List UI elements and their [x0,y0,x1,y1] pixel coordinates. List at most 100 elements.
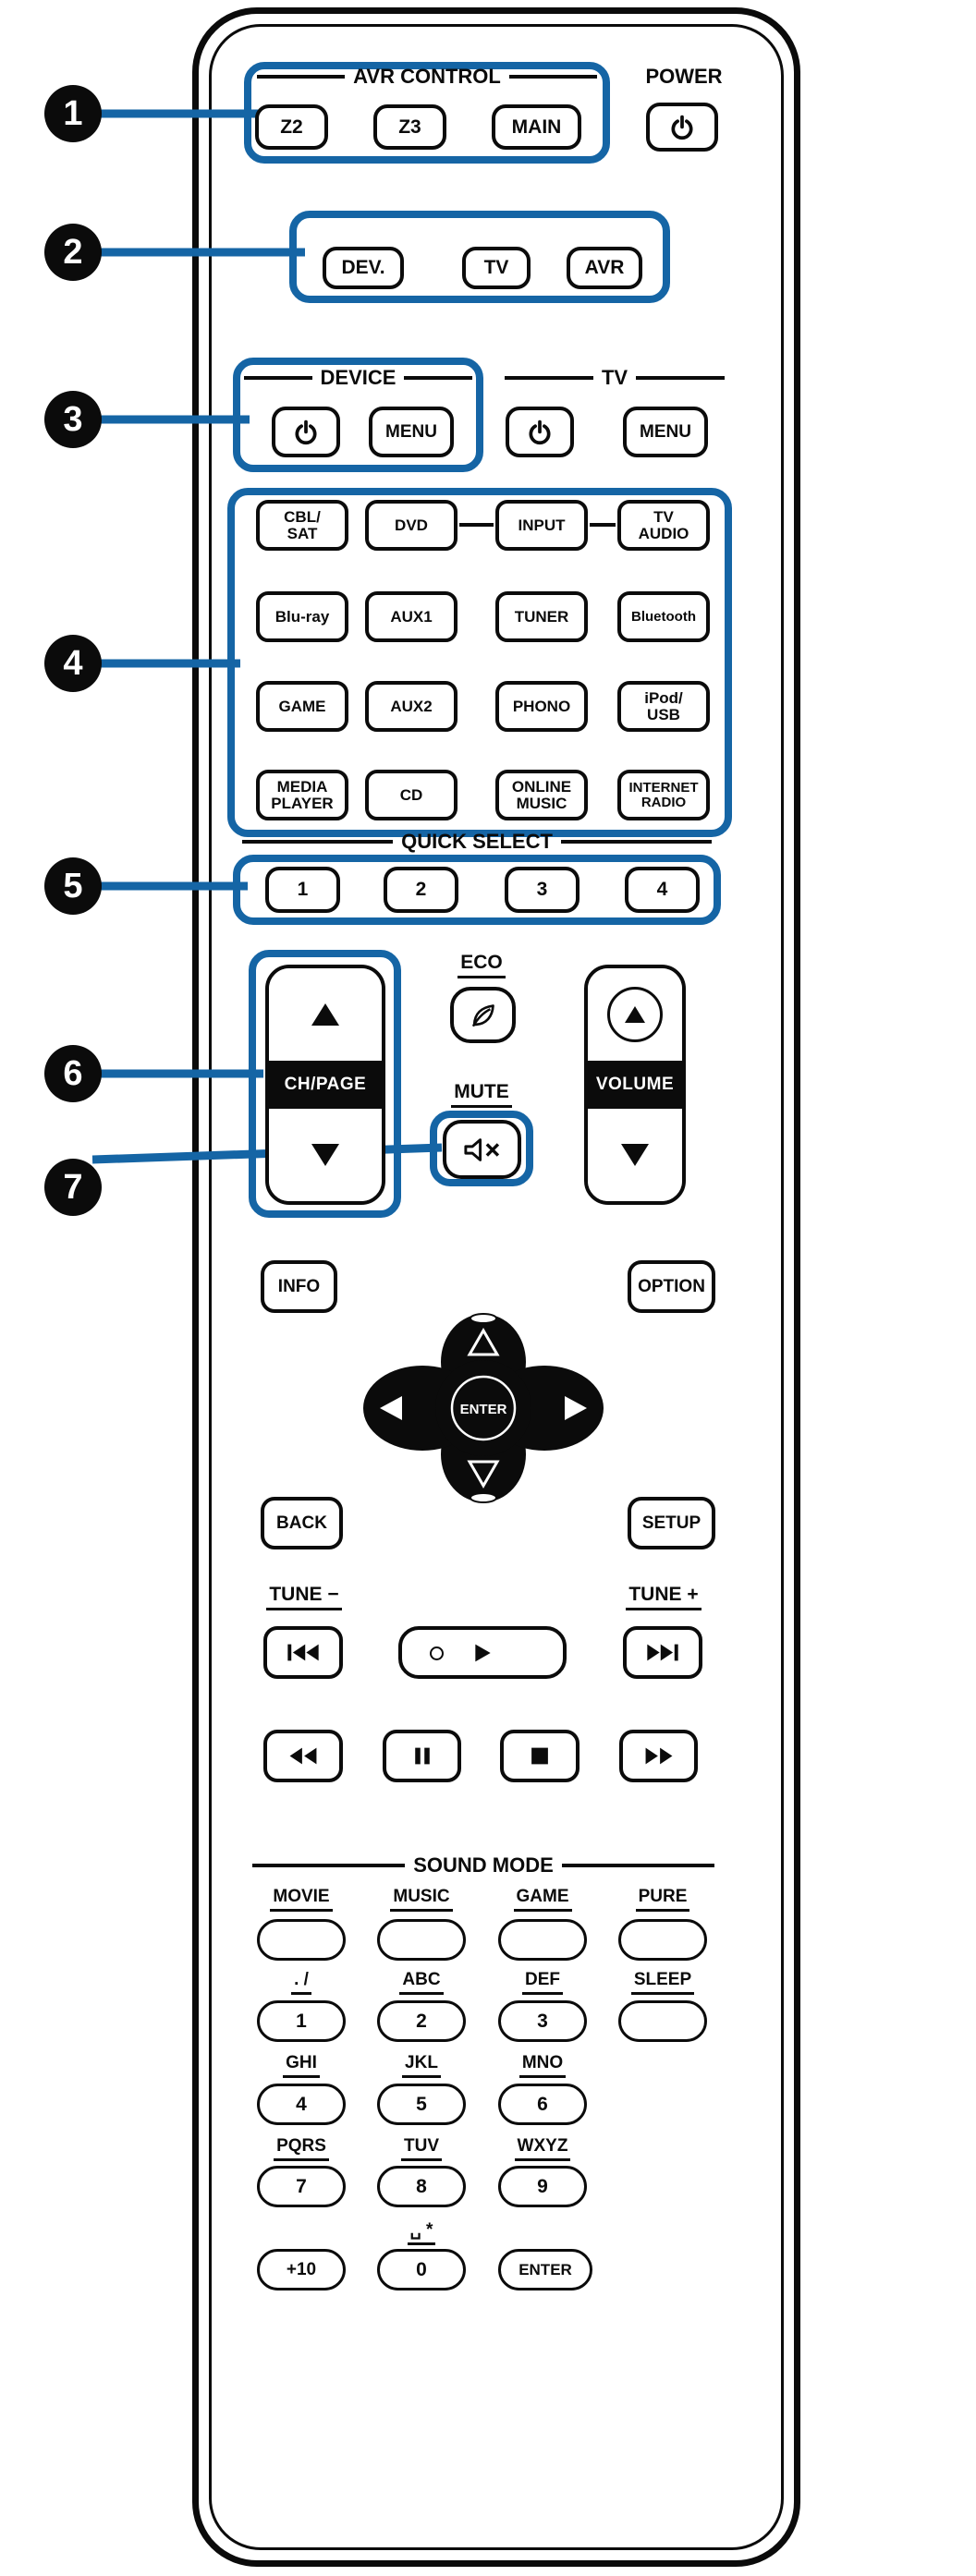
digit-5-button[interactable]: 5 [377,2084,466,2125]
zone2-button[interactable]: Z2 [255,104,328,150]
quick-select-2-button[interactable]: 2 [384,867,458,913]
option-button[interactable]: OPTION [628,1260,715,1313]
sleep-label: SLEEP [618,1970,707,1995]
title-line [636,376,725,380]
digit-7-button[interactable]: 7 [257,2166,346,2207]
digit-0-button[interactable]: 0 [377,2249,466,2290]
eco-button[interactable] [450,987,516,1043]
source-label: TV AUDIO [638,507,689,542]
tv-title: TV [601,366,628,389]
source-aux1-button[interactable]: AUX1 [365,591,458,642]
triangle-down-icon [311,1144,339,1166]
source-media-player-button[interactable]: MEDIA PLAYER [256,770,348,820]
tune-plus-label: TUNE + [619,1584,708,1610]
digit-2-letters: ABC [377,1970,466,1995]
digit-9-button[interactable]: 9 [498,2166,587,2207]
digit-label: 7 [296,2175,307,2197]
quick-select-1-button[interactable]: 1 [265,867,340,913]
digit-2-button[interactable]: 2 [377,2000,466,2042]
triangle-right-icon [565,1396,587,1420]
source-aux2-button[interactable]: AUX2 [365,681,458,732]
source-cbl-sat-button[interactable]: CBL/ SAT [256,500,348,551]
avr-power-button[interactable] [646,103,718,152]
channel-page-control: CH/PAGE [265,965,385,1205]
fast-forward-button[interactable] [619,1730,698,1782]
source-label: Blu-ray [274,607,330,626]
digit-3-letters: DEF [498,1970,587,1995]
main-zone-button[interactable]: MAIN [492,104,581,150]
tune-minus-text: TUNE − [266,1584,342,1610]
device-menu-button[interactable]: MENU [369,407,454,457]
callout-4-marker: 4 [44,635,102,692]
source-online-music-button[interactable]: ONLINE MUSIC [495,770,588,820]
keypad-enter-button[interactable]: ENTER [498,2249,592,2290]
channel-page-down-button[interactable] [269,1109,382,1201]
sound-mode-title-row: SOUND MODE [252,1853,714,1877]
input-button[interactable]: INPUT [495,500,588,551]
source-label: INPUT [518,516,566,534]
skip-back-button[interactable] [263,1626,343,1679]
tv-menu-button[interactable]: MENU [623,407,708,457]
digit-6-button[interactable]: 6 [498,2084,587,2125]
source-cd-button[interactable]: CD [365,770,458,820]
source-dvd-button[interactable]: DVD [365,500,458,551]
power-icon [295,419,317,444]
source-ipod-usb-button[interactable]: iPod/ USB [617,681,710,732]
digit-9-letters-text: WXYZ [514,2136,571,2161]
device-mode-button[interactable]: DEV. [323,247,404,289]
mute-button[interactable] [443,1120,521,1179]
skip-back-icon [287,1644,319,1661]
digit-4-button[interactable]: 4 [257,2084,346,2125]
tune-minus-label: TUNE − [262,1584,347,1610]
digit-7-letters: PQRS [257,2136,346,2161]
channel-page-up-button[interactable] [269,968,382,1061]
device-title: DEVICE [320,366,396,389]
source-game-button[interactable]: GAME [256,681,348,732]
device-power-button[interactable] [272,407,340,457]
volume-up-button[interactable] [588,968,682,1061]
tv-power-button[interactable] [506,407,574,457]
source-tuner-button[interactable]: TUNER [495,591,588,642]
digit-1-button[interactable]: 1 [257,2000,346,2042]
enter-button[interactable]: ENTER [435,1360,531,1456]
source-internet-radio-button[interactable]: INTERNET RADIO [617,770,710,820]
digit-label: 9 [537,2175,548,2197]
stop-button[interactable] [500,1730,580,1782]
avr-mode-button[interactable]: AVR [567,247,642,289]
quick-select-title-row: QUICK SELECT [242,830,713,854]
digit-0-letters-text: ␣ * [407,2219,436,2245]
source-phono-button[interactable]: PHONO [495,681,588,732]
movie-button[interactable] [257,1919,346,1961]
play-button[interactable] [398,1626,567,1679]
digit-8-button[interactable]: 8 [377,2166,466,2207]
volume-down-button[interactable] [588,1109,682,1201]
back-button[interactable]: BACK [261,1497,343,1549]
source-bluetooth-button[interactable]: Bluetooth [617,591,710,642]
tv-mode-button[interactable]: TV [462,247,531,289]
avr-control-title: AVR CONTROL [353,65,501,88]
title-line [244,376,312,380]
source-tv-audio-button[interactable]: TV AUDIO [617,500,710,551]
sleep-button[interactable] [618,2000,707,2042]
source-blu-ray-button[interactable]: Blu-ray [256,591,348,642]
quick-select-3-button[interactable]: 3 [505,867,580,913]
pure-button[interactable] [618,1919,707,1961]
callout-4-box [227,488,732,837]
digit-2-letters-text: ABC [399,1970,444,1995]
callout-5-box [233,855,721,925]
skip-forward-button[interactable] [623,1626,702,1679]
info-button[interactable]: INFO [261,1260,337,1313]
digit-3-button[interactable]: 3 [498,2000,587,2042]
eco-label-text: ECO [458,952,506,978]
game-button[interactable] [498,1919,587,1961]
input-connector-line [590,523,616,527]
source-label: GAME [278,697,326,715]
zone3-button[interactable]: Z3 [373,104,446,150]
setup-button[interactable]: SETUP [628,1497,715,1549]
rewind-button[interactable] [263,1730,343,1782]
quick-select-4-button[interactable]: 4 [625,867,700,913]
channel-page-band: CH/PAGE [269,1061,382,1109]
pause-button[interactable] [383,1730,461,1782]
music-button[interactable] [377,1919,466,1961]
plus10-button[interactable]: +10 [257,2249,346,2290]
